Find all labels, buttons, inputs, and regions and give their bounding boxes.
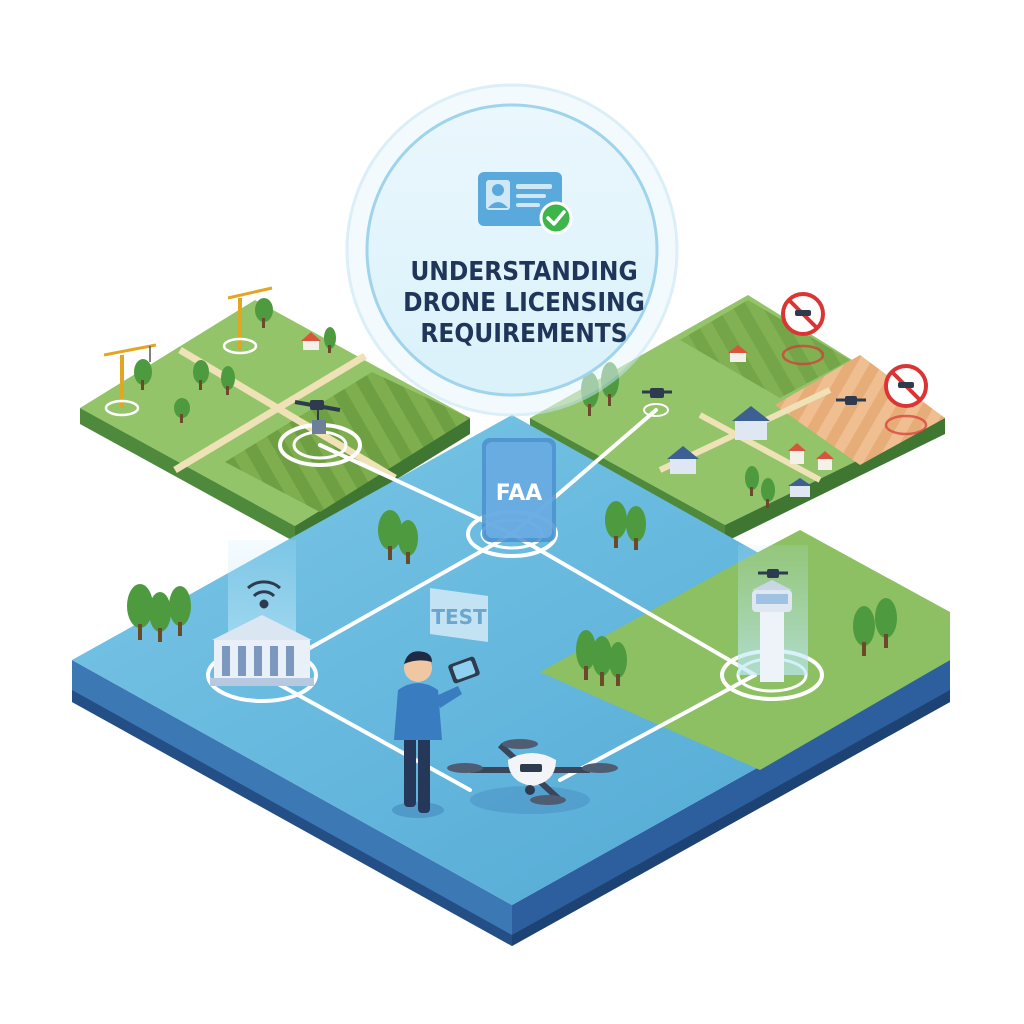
drone-icon bbox=[758, 569, 788, 578]
title-line-2: DRONE LICENSING bbox=[403, 288, 645, 318]
house-icon bbox=[732, 406, 770, 440]
house-icon bbox=[788, 478, 812, 497]
check-badge-icon bbox=[539, 201, 573, 235]
quadcopter-drone-icon bbox=[447, 739, 618, 814]
crop-field bbox=[680, 300, 850, 398]
drone-icon bbox=[836, 396, 866, 405]
right-region-tile bbox=[530, 292, 945, 542]
title-line-3: REQUIREMENTS bbox=[420, 319, 627, 349]
faa-card-label: FAA bbox=[496, 481, 543, 506]
test-card-label: TEST bbox=[431, 605, 487, 629]
farmland-zone bbox=[775, 355, 945, 465]
no-drone-zone-icon bbox=[781, 292, 825, 366]
title-bubble: UNDERSTANDING DRONE LICENSING REQUIREMEN… bbox=[345, 83, 679, 417]
government-building-icon bbox=[210, 615, 314, 686]
house-icon bbox=[667, 446, 699, 474]
wifi-signal-icon bbox=[247, 580, 281, 609]
drone-icon bbox=[642, 388, 672, 417]
crane-icon bbox=[222, 286, 273, 355]
government-node[interactable] bbox=[206, 540, 318, 703]
tower-node[interactable] bbox=[720, 545, 824, 701]
house-icon bbox=[816, 451, 834, 470]
title-line-1: UNDERSTANDING bbox=[410, 257, 637, 287]
house-icon bbox=[301, 332, 321, 350]
crane-icon bbox=[103, 343, 157, 417]
tree-group bbox=[134, 298, 336, 423]
house-icon bbox=[728, 345, 748, 362]
tree-group bbox=[127, 501, 897, 686]
tablet-icon bbox=[448, 656, 480, 684]
no-drone-zone-icon bbox=[884, 364, 928, 436]
plowed-field bbox=[225, 372, 470, 512]
test-card: TEST bbox=[430, 588, 488, 642]
drone-pilot-figure bbox=[392, 651, 480, 818]
control-tower-icon bbox=[752, 580, 792, 682]
delivery-drone-icon bbox=[294, 400, 341, 434]
faa-node[interactable]: FAA bbox=[466, 438, 558, 558]
house-icon bbox=[788, 443, 806, 464]
